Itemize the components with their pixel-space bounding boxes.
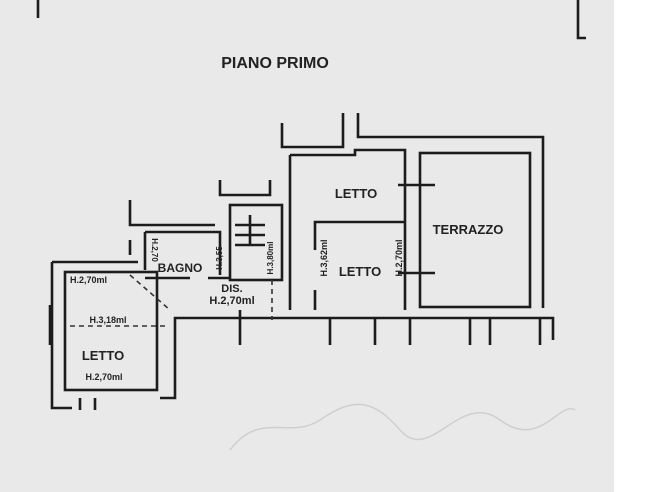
height-letto-mid-left: H.3,62ml	[319, 239, 329, 276]
room-dis: DIS.	[221, 283, 242, 295]
room-letto-mid: LETTO	[339, 264, 381, 279]
signature	[229, 403, 576, 451]
plan-title: PIANO PRIMO	[221, 55, 329, 72]
height-bagno: H.2,70	[150, 238, 159, 262]
height-bagno-2: H.3,55	[215, 246, 224, 270]
floor-plan-sheet	[0, 0, 614, 492]
room-bagno: BAGNO	[158, 261, 203, 275]
room-letto-top: LETTO	[335, 186, 377, 201]
height-stairs: H.3,80ml	[266, 242, 275, 275]
height-letto-left-bottom: H.2,70ml	[85, 372, 122, 382]
height-letto-mid-right: H.2,70ml	[394, 239, 404, 276]
height-dis: H.2,70ml	[209, 295, 254, 307]
walls	[36, 0, 586, 410]
room-letto-left: LETTO	[82, 348, 124, 363]
height-letto-left-top: H.2,70ml	[70, 275, 107, 285]
height-letto-left-mid: H.3,18ml	[89, 315, 126, 325]
room-terrazzo: TERRAZZO	[433, 222, 504, 237]
